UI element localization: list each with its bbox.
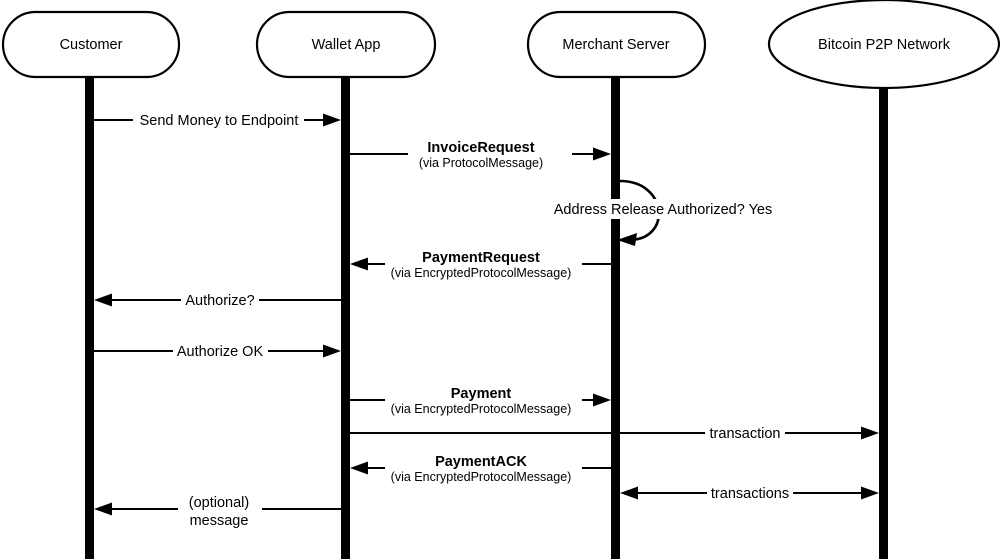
message-payment-request-sublabel: (via EncryptedProtocolMessage) (391, 266, 572, 280)
lifeline-bitcoin (879, 86, 888, 559)
message-transactions[interactable]: transactions (620, 483, 879, 503)
message-send-money-arrowhead (323, 113, 341, 127)
message-invoice-request-sublabel: (via ProtocolMessage) (419, 156, 543, 170)
message-payment[interactable]: Payment (via EncryptedProtocolMessage) (350, 386, 611, 416)
participant-wallet-shape (255, 10, 437, 79)
message-transaction-label: transaction (710, 426, 781, 442)
message-authorize-ok[interactable]: Authorize OK (94, 341, 341, 361)
message-transactions-arrowhead-right (861, 486, 879, 500)
lifeline-customer (85, 74, 94, 559)
message-address-release-authorized[interactable]: Address Release Authorized? Yes (549, 179, 777, 246)
message-invoice-request-label: InvoiceRequest (427, 140, 534, 156)
participant-customer-shape (1, 10, 181, 79)
message-authorize-ok-arrowhead (323, 344, 341, 358)
participant-wallet[interactable]: Wallet App (255, 10, 437, 79)
message-authorize-ok-label: Authorize OK (177, 344, 264, 360)
message-invoice-request[interactable]: InvoiceRequest (via ProtocolMessage) (350, 140, 611, 170)
message-send-money-label-bg (133, 110, 304, 130)
message-authorize-query[interactable]: Authorize? (94, 290, 341, 310)
message-payment-arrowhead (593, 393, 611, 407)
participant-bitcoin[interactable]: Bitcoin P2P Network (767, 0, 1000, 90)
participant-merchant-label: Merchant Server (562, 37, 669, 53)
message-address-release-authorized-arrowhead (617, 233, 637, 246)
participant-heads-group: Customer Wallet App Merchant Server Bitc… (1, 0, 1000, 90)
message-optional-message-label: (optional) (189, 495, 249, 511)
message-payment-label-bg (385, 390, 582, 410)
lifeline-wallet (341, 74, 350, 559)
message-payment-request[interactable]: PaymentRequest (via EncryptedProtocolMes… (350, 250, 611, 280)
message-authorize-ok-label-bg (173, 341, 268, 361)
message-optional-message-sublabel: message (190, 513, 249, 529)
message-transactions-arrowhead-left (620, 486, 638, 500)
message-address-release-authorized-label: Address Release Authorized? Yes (554, 202, 772, 218)
lifeline-merchant (611, 74, 620, 559)
message-payment-ack-label-bg (385, 458, 582, 478)
message-transaction[interactable]: transaction (350, 423, 879, 443)
message-authorize-query-arrowhead (94, 293, 112, 307)
message-transactions-label-bg (707, 483, 793, 503)
participant-customer-label: Customer (60, 37, 123, 53)
participant-bitcoin-shape (767, 0, 1000, 90)
message-authorize-query-label-bg (181, 290, 259, 310)
message-payment-request-label: PaymentRequest (422, 250, 540, 266)
message-invoice-request-label-bg (408, 144, 572, 164)
message-invoice-request-arrowhead (593, 147, 611, 161)
message-optional-message[interactable]: (optional) message (94, 495, 341, 529)
message-optional-message-label-bg (178, 499, 262, 519)
participant-merchant-shape (526, 10, 707, 79)
message-transaction-arrowhead (861, 426, 879, 440)
message-authorize-query-label: Authorize? (185, 293, 254, 309)
message-send-money-label: Send Money to Endpoint (140, 113, 299, 129)
message-payment-label: Payment (451, 386, 512, 402)
message-transactions-label: transactions (711, 486, 789, 502)
message-payment-ack-label: PaymentACK (435, 454, 527, 470)
participant-merchant[interactable]: Merchant Server (526, 10, 707, 79)
message-transaction-label-bg (705, 423, 785, 443)
message-address-release-authorized-label-bg (549, 199, 777, 219)
message-payment-request-arrowhead (350, 257, 368, 271)
message-payment-sublabel: (via EncryptedProtocolMessage) (391, 402, 572, 416)
message-optional-message-arrowhead (94, 502, 112, 516)
participant-customer[interactable]: Customer (1, 10, 181, 79)
message-payment-ack-arrowhead (350, 461, 368, 475)
participant-wallet-label: Wallet App (312, 37, 381, 53)
message-send-money[interactable]: Send Money to Endpoint (94, 110, 341, 130)
participant-bitcoin-label: Bitcoin P2P Network (818, 37, 951, 53)
message-payment-ack-sublabel: (via EncryptedProtocolMessage) (391, 470, 572, 484)
lifelines-group (85, 74, 888, 559)
message-payment-request-label-bg (385, 254, 582, 274)
message-payment-ack[interactable]: PaymentACK (via EncryptedProtocolMessage… (350, 454, 611, 484)
